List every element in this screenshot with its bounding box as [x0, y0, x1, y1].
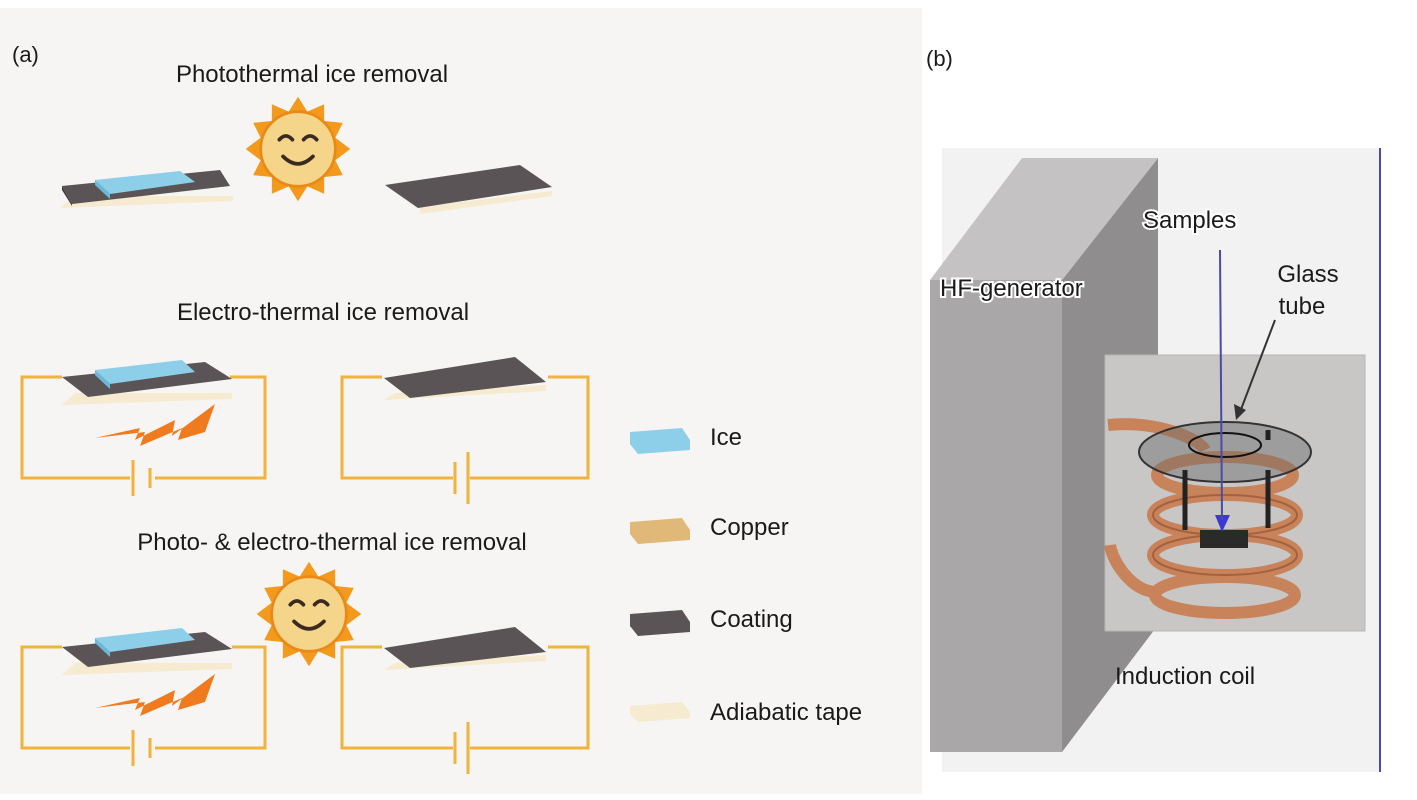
arrow-head-icon: [1234, 404, 1246, 420]
section-title-photo-electrothermal: Photo- & electro-thermal ice removal: [137, 529, 526, 556]
circuit-clean-1: [340, 357, 590, 504]
copper-swatch: [630, 518, 690, 544]
samples-pointer: [1219, 249, 1223, 521]
svg-text:Ice: Ice: [710, 424, 742, 451]
samples-label: Samples: [1143, 207, 1236, 234]
legend: Ice Copper Coating Adiabatic tape: [630, 424, 862, 726]
svg-text:Copper: Copper: [710, 514, 789, 541]
circuit-clean-2: [340, 627, 590, 774]
svg-text:Adiabatic tape: Adiabatic tape: [710, 699, 862, 726]
circuit-with-ice-1: [20, 360, 267, 496]
coil-label: Induction coil: [1115, 663, 1255, 690]
glass-tube-pointer: [1239, 319, 1276, 413]
sample-holder: [1182, 430, 1271, 530]
panel-a-label: (a): [12, 42, 39, 67]
panel-b: (b) HF-generator: [926, 46, 1381, 772]
glass-tube-label-line2: tube: [1279, 293, 1326, 320]
legend-item-ice: Ice: [630, 424, 742, 454]
generator-label: HF-generator: [940, 275, 1083, 302]
tape-swatch: [630, 702, 690, 722]
sample-block: [1200, 530, 1248, 548]
legend-item-coating: Coating: [630, 606, 793, 636]
panel-b-label: (b): [926, 46, 953, 71]
coil-inset: [1104, 354, 1366, 632]
coating-swatch: [630, 610, 690, 636]
lightning-bolt-icon: [95, 674, 215, 716]
plate-with-ice-1: [60, 170, 233, 208]
section-title-photothermal: Photothermal ice removal: [176, 61, 448, 88]
sample-marker: [1215, 515, 1230, 532]
legend-item-adiabatic-tape: Adiabatic tape: [630, 699, 862, 726]
panel-a: (a) Photothermal ice removal Electro-the…: [0, 8, 922, 794]
section-title-electrothermal: Electro-thermal ice removal: [177, 299, 469, 326]
plate-clean-1: [385, 165, 552, 214]
glass-tube-disc: [1138, 421, 1312, 483]
circuit-with-ice-2: [20, 628, 267, 766]
ice-swatch: [630, 428, 690, 454]
glass-tube-label-line1: Glass: [1277, 261, 1338, 288]
lightning-bolt-icon: [95, 404, 215, 446]
svg-text:Coating: Coating: [710, 606, 793, 633]
legend-item-copper: Copper: [630, 514, 789, 544]
